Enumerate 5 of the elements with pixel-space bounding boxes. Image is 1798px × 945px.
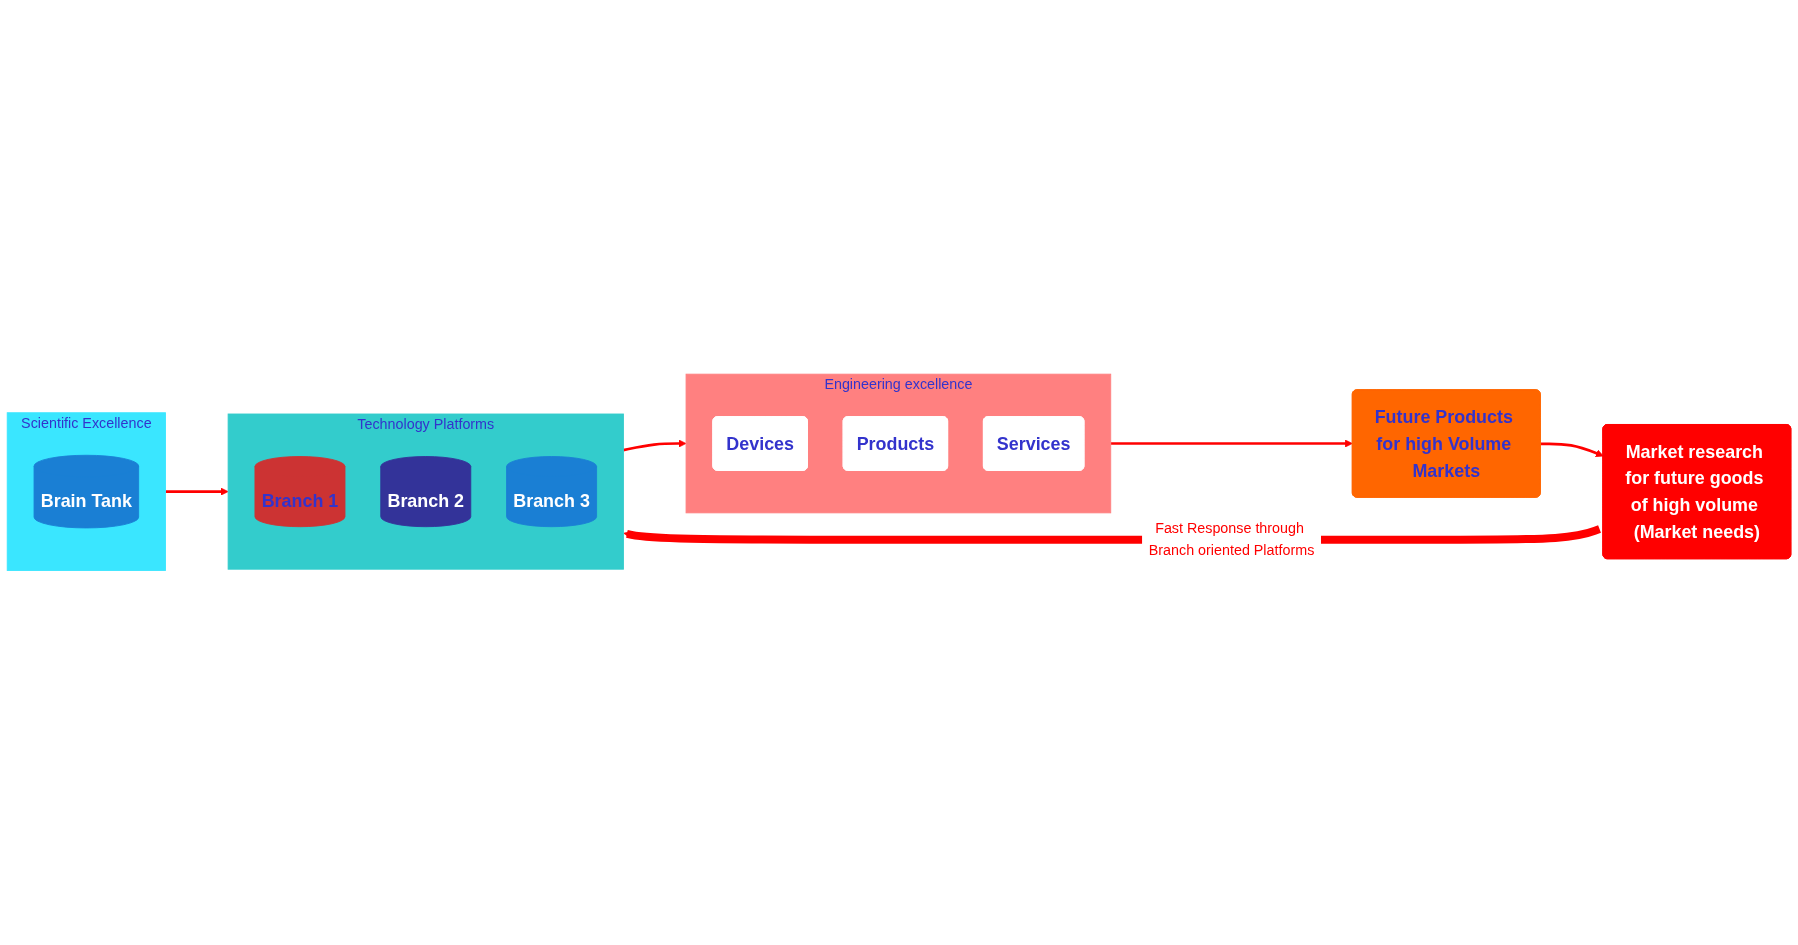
arrow bbox=[165, 487, 229, 496]
arrow bbox=[1110, 439, 1353, 448]
arrow bbox=[623, 439, 687, 452]
edge-label: Fast Response through Branch oriented Platforms bbox=[1148, 521, 1315, 558]
arrow bbox=[1540, 442, 1604, 458]
